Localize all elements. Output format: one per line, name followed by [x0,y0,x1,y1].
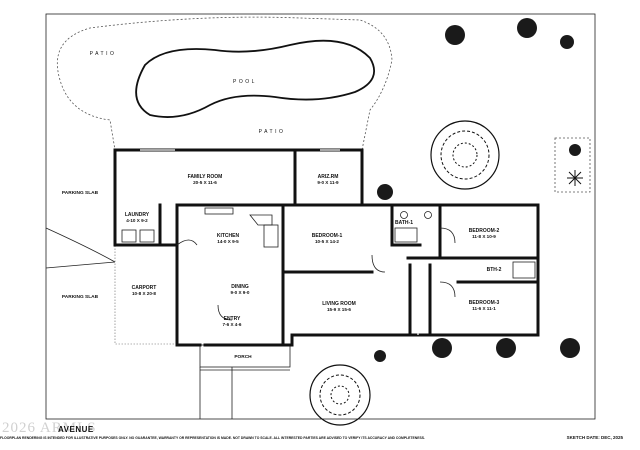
side-patio [554,137,591,193]
bath-2-label: BTH-2 [487,267,502,273]
sketch-date: SKETCH DATE: DEC, 2025 [566,435,623,440]
wall-east [408,203,540,337]
dining-dims: 9-0 X 9-0 [231,290,250,295]
parking-slab-label-2: PARKING SLAB [62,294,99,300]
patio-outline [56,16,393,151]
sink-icon [400,211,408,219]
door-swing-icon [439,281,456,298]
patio-label-2: PATIO [259,129,286,135]
windows [140,149,536,335]
door-swing-icon [217,304,233,321]
porch-label: PORCH [234,354,252,360]
palm-icon [567,170,583,186]
living-room-dims: 15-9 X 15-6 [327,307,351,312]
carport-dims: 10-8 X 20-8 [132,291,156,296]
dryer-icon [139,229,155,243]
disclaimer: FLOORPLAN RENDERING IS INTENDED FOR ILLU… [0,436,425,440]
ariz-room-label: ARIZ.RM [318,174,339,180]
washer-icon [121,229,137,243]
tub-icon-2 [512,261,536,279]
large-tree-icon-south [309,364,371,426]
entry-dims: 7-6 X 4-6 [223,322,242,327]
ariz-room-dims: 9-0 X 11-9 [317,180,339,185]
wall-bedroom2-south [438,256,540,284]
toilet-icon [424,211,432,219]
bedroom-2-dims: 11-8 X 10-9 [472,234,496,239]
bedroom-1-dims: 10-5 X 14-2 [315,239,339,244]
family-room-label: FAMILY ROOM [188,174,223,180]
kitchen-dims: 14-0 X 9-5 [217,239,239,244]
lot-boundary [45,13,596,420]
tub-icon [394,227,418,243]
wall-closet [408,263,432,337]
street-name: AVENUE [58,425,94,434]
dining-label: DINING [231,284,249,290]
door-swing-icon [439,227,456,244]
wall-bath1 [360,203,442,260]
pool-label: POOL [233,79,257,85]
door-swing-icon [176,239,198,246]
watermark: 2026 ARMLS [2,420,97,436]
laundry-dims: 4-10 X 9-2 [126,218,148,223]
laundry-label: LAUNDRY [125,212,150,218]
bedroom-1-label: BEDROOM-1 [312,233,343,239]
kitchen-sink [249,214,273,226]
bath-1-label: BATH-1 [395,220,413,226]
pool-shape [135,39,375,118]
carport-label: CARPORT [132,285,157,291]
parking-slab-label-1: PARKING SLAB [62,190,99,196]
wall-south [175,243,412,347]
kitchen-label: KITCHEN [217,233,240,239]
tree-icon [445,18,574,49]
bedroom-3-dims: 11-6 X 11-1 [472,306,496,311]
shrub-icon [374,144,581,362]
large-tree-icon [430,120,500,190]
patio-label: PATIO [90,51,117,57]
wall-bath-interior [390,203,422,247]
entry-walk [199,367,290,419]
kitchen-range [263,224,279,248]
walkway-curve [45,227,116,263]
wall-laundry-south [113,203,179,247]
entry-label: ENTRY [224,316,241,322]
family-room-dims: 20-5 X 11-6 [193,180,217,185]
living-room-label: LIVING ROOM [322,301,356,307]
door-swing-icon [371,254,386,273]
bedroom-3-label: BEDROOM-3 [469,300,500,306]
driveway-edge [45,261,116,269]
kitchen-counter [204,207,234,215]
bedroom-2-label: BEDROOM-2 [469,228,500,234]
